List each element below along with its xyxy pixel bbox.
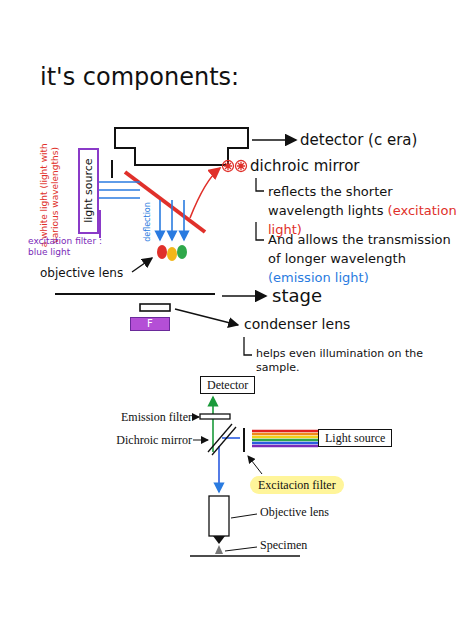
light-source-box: light source [78,148,99,234]
leader-line [193,440,208,441]
part-label: Specimen [260,538,307,553]
leader-line [225,547,257,551]
node-text: Excitacion filter [258,478,336,492]
specimen-drops [157,245,187,261]
leader-line [175,309,238,325]
part-label: stage [272,285,322,308]
note: reflects the shorter wavelength lights (… [268,183,464,240]
specimen [215,545,223,554]
note: helps even illumination on the sample. [256,347,466,375]
note: And allows the transmission of longer wa… [268,231,464,288]
note: And allows the transmission of longer wa… [268,232,451,266]
filter-box: F [130,317,170,331]
detector-box: Detector [200,376,255,394]
dichroic-mirror [125,172,205,232]
mirror-symbol [223,161,247,172]
title: it's components: [40,62,239,92]
emission-filter [200,414,230,419]
dichroic-mirror [208,424,236,455]
stage-line [55,293,215,295]
node-text: Light source [325,431,385,445]
note: excitation filter : blue light [28,236,106,259]
filter-mark [99,210,101,238]
excitation-filter [243,428,245,452]
emission-beam [212,397,214,452]
node-text: F [131,318,169,329]
leader-line [193,417,199,418]
note: (emission light) [268,270,369,285]
part-label: condenser lens [244,316,350,334]
stage-line [190,555,300,557]
condenser-lens [140,304,170,311]
part-label: detector (c era) [300,131,417,150]
light-source-box: Light source [318,429,392,447]
node-text: light source [82,159,95,223]
highlight-box: Excitacion filter [250,476,344,494]
excitation-beam [99,182,184,240]
hook-arrow [256,178,264,191]
beam-label: deflection [143,202,153,242]
part-label: Dichroic mirror [116,433,192,448]
leader-line [222,295,266,297]
note: reflects the shorter wavelength lights [268,184,393,218]
leader-line [252,139,296,141]
objective-lens [209,496,229,536]
mark [111,160,113,178]
light-spectrum [252,431,318,446]
part-label: Emission filter [121,410,192,425]
detector-shape [115,128,248,165]
leader-line [248,456,262,474]
leader-line [190,168,220,218]
hook-arrow [256,222,264,240]
hook-arrow [244,337,252,355]
leader-line [231,514,257,518]
part-label: objective lens [40,266,123,281]
excitation-beam [222,437,240,439]
part-label: dichroic mirror [250,157,360,176]
node-text: Detector [207,378,248,392]
part-label: Objective lens [260,505,329,520]
objective-tip [213,536,225,544]
leader-line [132,258,152,272]
excitation-beam [218,446,220,492]
